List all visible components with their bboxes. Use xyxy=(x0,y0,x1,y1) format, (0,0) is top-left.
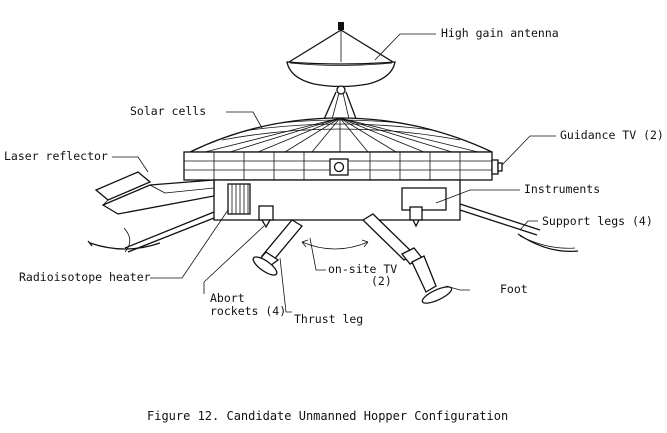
label-on-site-tv-line1: on-site TV xyxy=(328,262,397,276)
leader-lines xyxy=(112,33,556,313)
body-ring xyxy=(183,151,503,181)
label-solar-cells: Solar cells xyxy=(130,104,206,118)
label-on-site-tv-line2: (2) xyxy=(371,274,392,288)
support-legs xyxy=(87,203,579,253)
label-guidance-tv: Guidance TV (2) xyxy=(560,128,664,142)
label-abort-rockets-line2: rockets (4) xyxy=(210,304,286,318)
laser-reflector xyxy=(94,171,215,215)
label-abort-rockets-line1: Abort xyxy=(210,291,245,305)
label-high-gain-antenna: High gain antenna xyxy=(441,26,559,40)
label-laser-reflector: Laser reflector xyxy=(4,149,108,163)
solar-cell-array xyxy=(189,117,493,153)
label-foot: Foot xyxy=(500,282,528,296)
figure-caption: Figure 12. Candidate Unmanned Hopper Con… xyxy=(147,409,508,423)
label-radioisotope-heater: Radioisotope heater xyxy=(19,270,151,284)
label-thrust-leg: Thrust leg xyxy=(294,312,363,326)
lower-body xyxy=(213,179,461,229)
label-instruments: Instruments xyxy=(524,182,600,196)
high-gain-antenna xyxy=(286,22,396,125)
thrust-legs xyxy=(252,213,453,304)
label-support-legs: Support legs (4) xyxy=(542,214,653,228)
